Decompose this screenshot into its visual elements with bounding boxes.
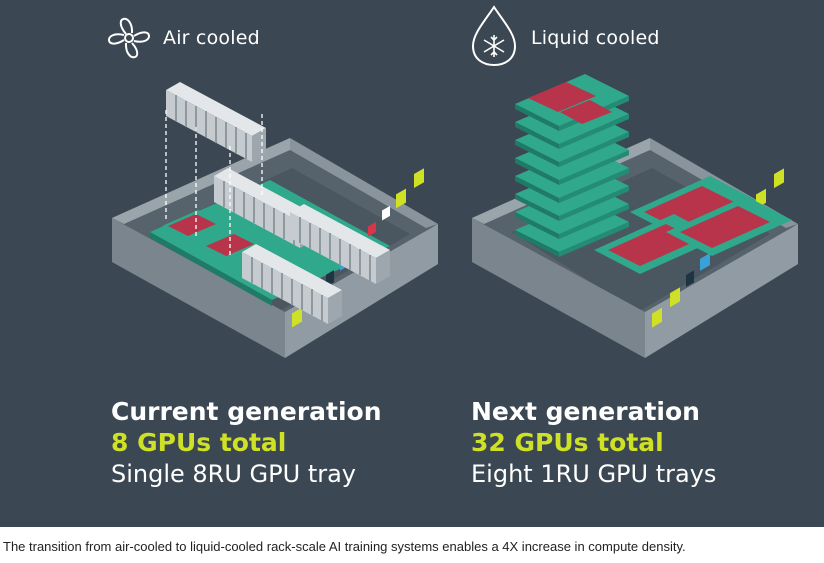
- current-gpu-total: 8 GPUs total: [111, 428, 287, 457]
- cooling-comparison-figure: Air cooled Liquid cooled Current generat…: [0, 0, 824, 527]
- next-tray-description: Eight 1RU GPU trays: [471, 460, 717, 488]
- fan-icon: [108, 17, 150, 59]
- next-generation-title: Next generation: [471, 397, 700, 426]
- liquid-cooled-label: Liquid cooled: [531, 27, 660, 49]
- current-tray-description: Single 8RU GPU tray: [111, 460, 357, 488]
- exploded-view-lines: [165, 110, 263, 258]
- next-gpu-total: 32 GPUs total: [471, 428, 664, 457]
- water-drop-snowflake-icon: [471, 5, 517, 67]
- stacked-gpu-trays: [515, 74, 629, 257]
- figure-caption: The transition from air-cooled to liquid…: [3, 539, 686, 554]
- air-cooled-label: Air cooled: [163, 27, 260, 49]
- air-cooled-chassis: [112, 138, 438, 358]
- illustration: [108, 5, 798, 358]
- current-generation-title: Current generation: [111, 397, 382, 426]
